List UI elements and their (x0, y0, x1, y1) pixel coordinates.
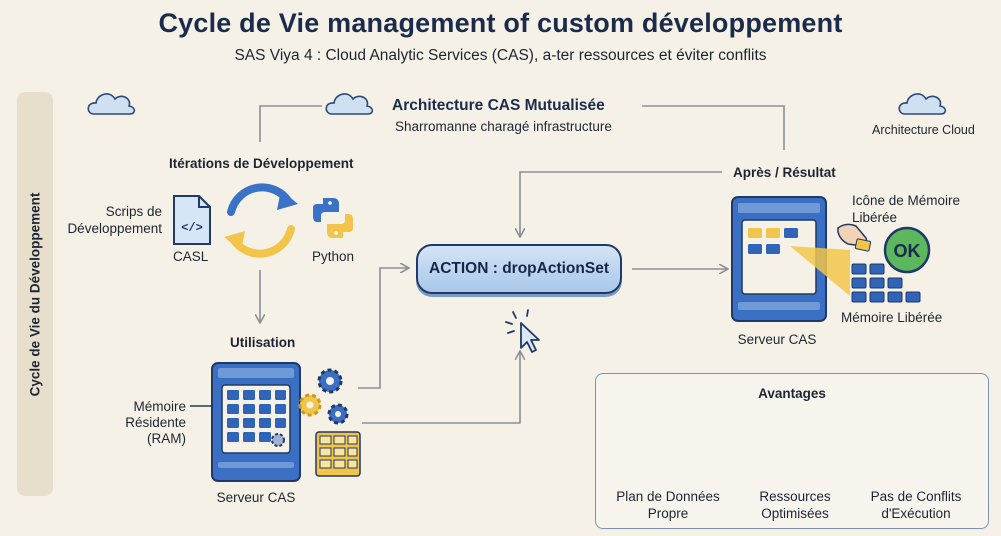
advantage-2-line2: Optimisées (761, 506, 829, 521)
advantage-1-line1: Plan de Données (616, 489, 720, 504)
advantage-3-line2: d'Exécution (881, 506, 951, 521)
freed-icon-label-line2: Libérée (852, 210, 898, 225)
ok-badge-icon (883, 226, 931, 274)
iterations-title: Itérations de Développement (169, 156, 354, 171)
gear-icon (327, 403, 349, 425)
cloud-icon (325, 93, 374, 115)
memory-label-line2: Résidente (125, 415, 186, 430)
page-subtitle: SAS Viya 4 : Cloud Analytic Services (CA… (234, 47, 767, 64)
connector-arch-right (642, 105, 785, 150)
gear-icon (271, 433, 285, 447)
script-document-icon: </> (173, 195, 211, 245)
advantages-panel (595, 373, 989, 529)
memory-label-line1: Mémoire (133, 399, 186, 414)
architecture-subtitle: Sharromanne charagé infrastructure (395, 119, 612, 134)
freed-icon-label-line1: Icône de Mémoire (852, 193, 961, 208)
result-title: Après / Résultat (733, 165, 836, 180)
lifecycle-side-panel (17, 92, 53, 496)
connector-use-to-cursor (362, 352, 520, 424)
connector-arch-left (259, 105, 322, 142)
gear-icon (317, 368, 343, 394)
svg-text:</>: </> (181, 221, 203, 235)
action-dropactionset-button[interactable]: ACTION : dropActionSet (416, 244, 622, 294)
cursor-click-icon (505, 309, 540, 353)
cas-server-right-label: Serveur CAS (737, 332, 817, 347)
cloud-icon (87, 93, 136, 115)
python-logo-icon (313, 198, 353, 238)
advantage-3-line1: Pas de Conflits (870, 489, 962, 504)
freed-memory-blocks (851, 263, 921, 303)
python-label: Python (312, 249, 355, 264)
cas-server-right (731, 196, 827, 322)
refresh-cycle-icon (224, 183, 298, 258)
architecture-title: Architecture CAS Mutualisée (392, 97, 605, 114)
connector-use-to-action (358, 268, 408, 389)
casl-label: CASL (173, 249, 209, 264)
scripts-label-line2: Développement (67, 221, 162, 236)
architecture-cloud-label: Architecture Cloud (872, 123, 975, 137)
ok-badge-label: OK (894, 241, 921, 261)
freed-memory-wedge (790, 246, 850, 296)
freed-memory-label: Mémoire Libérée (841, 310, 943, 325)
connector-result-to-action (520, 171, 722, 236)
hand-icon (837, 223, 872, 252)
cloud-icon (898, 93, 947, 115)
memory-label-line3: (RAM) (147, 431, 186, 446)
page-title: Cycle de Vie management of custom dévelo… (158, 8, 843, 38)
connector-lines (190, 105, 785, 424)
scripts-label-line1: Scrips de (105, 204, 162, 219)
advantage-1-line2: Propre (647, 506, 689, 521)
advantages-title: Avantages (758, 386, 826, 401)
advantage-2-line1: Ressources (759, 489, 831, 504)
cas-server-left (211, 362, 301, 482)
utilisation-title: Utilisation (230, 335, 296, 350)
memory-block-icon (315, 431, 361, 477)
gear-icon (298, 393, 322, 417)
cas-server-left-label: Serveur CAS (216, 490, 296, 505)
